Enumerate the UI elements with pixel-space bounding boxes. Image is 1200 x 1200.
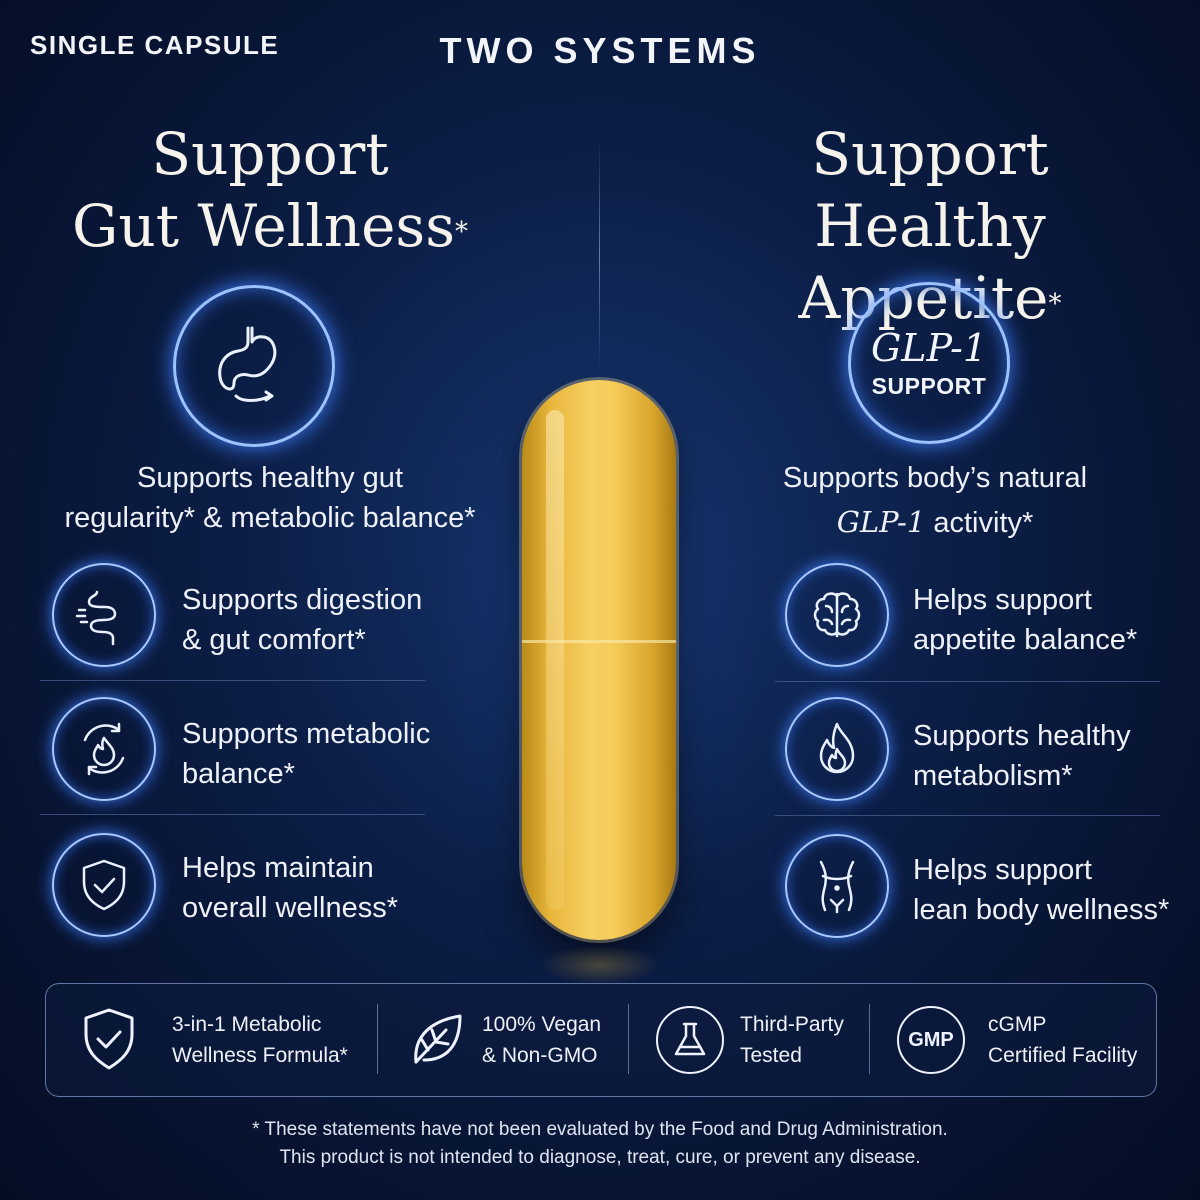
- feature-line: Helps support: [913, 584, 1092, 616]
- shield-check-icon: [82, 859, 126, 911]
- capsule-reflection: [540, 945, 660, 985]
- right-feature-3-text: Helps support lean body wellness*: [913, 850, 1193, 930]
- feature-icon-badge: [52, 697, 156, 801]
- feature-line: Supports metabolic: [182, 718, 431, 750]
- badge-separator: [869, 1004, 870, 1074]
- glp1-support-label: SUPPORT: [871, 372, 987, 399]
- feature-line: balance*: [182, 758, 295, 790]
- feature-icon-badge: [52, 563, 156, 667]
- badge-separator: [628, 1004, 629, 1074]
- right-subtitle: Supports body’s natural GLP-1 activity*: [690, 458, 1180, 543]
- intestine-icon: [75, 590, 117, 646]
- right-subtitle-line2: GLP-1 activity*: [836, 505, 1034, 539]
- badge-separator: [377, 1004, 378, 1074]
- glp1-inline: GLP-1: [836, 505, 926, 539]
- feature-line: Supports digestion: [182, 584, 423, 616]
- leaf-icon: [414, 1014, 462, 1064]
- center-divider: [599, 140, 600, 370]
- badge-line: 3-in-1 Metabolic: [172, 1013, 322, 1036]
- right-subtitle-line1: Supports body’s natural: [782, 462, 1088, 494]
- badge-line: & Non-GMO: [482, 1044, 598, 1067]
- gmp-icon-text: GMP: [908, 1028, 954, 1051]
- disclaimer: * These statements have not been evaluat…: [0, 1116, 1200, 1172]
- badge-text: 3-in-1 Metabolic Wellness Formula*: [172, 1009, 348, 1071]
- page-title: TWO SYSTEMS: [439, 30, 761, 71]
- stomach-icon-badge: [173, 285, 335, 447]
- divider: [40, 814, 425, 815]
- feature-line: appetite balance*: [913, 624, 1138, 656]
- feature-icon-badge: [785, 697, 889, 801]
- feature-icon-badge: [785, 834, 889, 938]
- badge-bar: [45, 983, 1157, 1097]
- left-feature-1-text: Supports digestion & gut comfort*: [182, 580, 442, 660]
- badge-icon: [76, 1006, 142, 1072]
- feature-line: metabolism*: [913, 760, 1073, 792]
- capsule-seam: [522, 640, 676, 643]
- top-left-label: SINGLE CAPSULE: [30, 30, 280, 60]
- badge-text: cGMP Certified Facility: [988, 1009, 1137, 1071]
- badge-line: cGMP: [988, 1013, 1047, 1036]
- feature-line: Supports healthy: [913, 720, 1131, 752]
- left-subtitle-line2: regularity* & metabolic balance*: [64, 502, 476, 534]
- feature-icon-badge: [52, 833, 156, 937]
- feature-line: Helps maintain: [182, 852, 374, 884]
- right-headline-line1: Support: [811, 120, 1049, 188]
- left-headline: Support Gut Wellness*: [40, 118, 500, 262]
- feature-line: lean body wellness*: [913, 894, 1170, 926]
- feature-line: & gut comfort*: [182, 624, 366, 656]
- waist-icon: [819, 860, 855, 914]
- badge-line: 100% Vegan: [482, 1013, 602, 1036]
- divider: [775, 681, 1160, 682]
- badge-icon: [656, 1006, 724, 1074]
- capsule-image: [522, 380, 676, 940]
- badge-icon: [404, 1006, 470, 1072]
- left-subtitle: Supports healthy gut regularity* & metab…: [20, 458, 520, 538]
- right-feature-2-text: Supports healthy metabolism*: [913, 716, 1173, 796]
- badge-line: Tested: [740, 1044, 802, 1067]
- left-subtitle-line1: Supports healthy gut: [136, 462, 403, 494]
- glp1-support-badge: GLP-1 SUPPORT: [848, 282, 1010, 444]
- left-feature-2-text: Supports metabolic balance*: [182, 714, 442, 794]
- badge-text: Third-Party Tested: [740, 1009, 844, 1071]
- capsule-highlight: [546, 410, 564, 910]
- disclaimer-line2: This product is not intended to diagnose…: [279, 1147, 921, 1168]
- flame-icon: [819, 722, 855, 774]
- gmp-icon: GMP: [897, 1006, 965, 1074]
- right-feature-1-text: Helps support appetite balance*: [913, 580, 1173, 660]
- glp1-script: GLP-1: [870, 325, 988, 370]
- badge-text: 100% Vegan & Non-GMO: [482, 1009, 601, 1071]
- disclaimer-line1: * These statements have not been evaluat…: [252, 1119, 948, 1140]
- divider: [775, 815, 1160, 816]
- flask-icon: [674, 1022, 706, 1056]
- left-headline-line1: Support: [151, 120, 389, 188]
- feature-line: Helps support: [913, 854, 1092, 886]
- feature-icon-badge: [785, 563, 889, 667]
- brain-icon: [813, 592, 861, 638]
- divider: [40, 680, 425, 681]
- badge-line: Wellness Formula*: [172, 1044, 348, 1067]
- badge-line: Third-Party: [740, 1013, 844, 1036]
- shield-check-icon: [84, 1008, 134, 1070]
- left-headline-line2: Gut Wellness*: [72, 192, 468, 260]
- badge-line: Certified Facility: [988, 1044, 1138, 1067]
- metabolic-cycle-icon: [83, 722, 125, 776]
- feature-line: overall wellness*: [182, 892, 398, 924]
- left-feature-3-text: Helps maintain overall wellness*: [182, 848, 442, 928]
- stomach-icon: [218, 326, 277, 402]
